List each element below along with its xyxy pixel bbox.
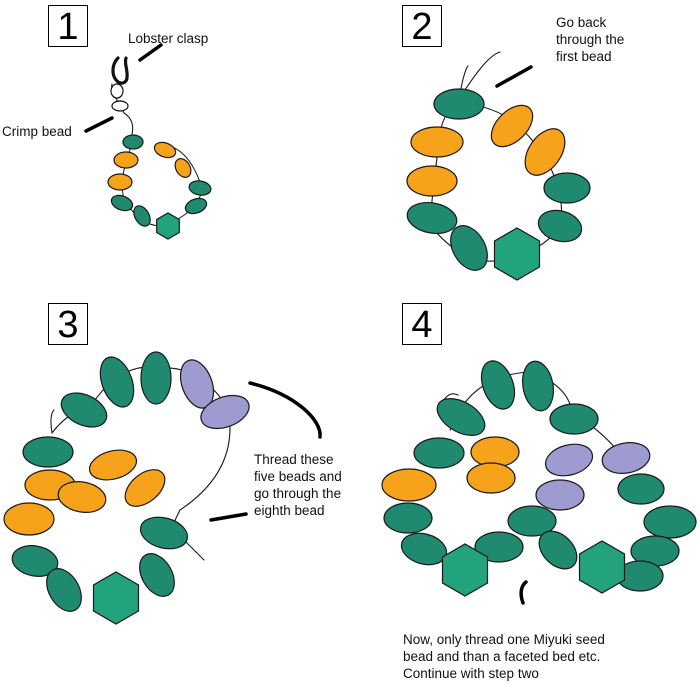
- lavender-seed-bead: [601, 442, 651, 474]
- step-3-number: 3: [57, 304, 79, 346]
- orange-seed-bead: [466, 462, 516, 494]
- orange-seed-bead: [124, 469, 166, 507]
- step-4-box: 4: [402, 303, 442, 346]
- orange-seed-bead: [381, 468, 437, 502]
- orange-seed-bead: [174, 158, 192, 178]
- teal-seed-bead: [450, 225, 488, 271]
- teal-seed-bead: [140, 351, 172, 405]
- step-1-number: 1: [57, 6, 79, 48]
- label-leader-line: [209, 512, 248, 522]
- orange-seed-bead: [406, 165, 458, 197]
- lobster-clasp: [111, 56, 129, 85]
- teal-seed-bead: [60, 392, 108, 428]
- label-leader-line: [519, 580, 528, 605]
- label-leader-line: [248, 381, 322, 439]
- teal-seed-bead: [406, 202, 458, 234]
- teal-seed-bead: [184, 197, 208, 215]
- teal-seed-bead: [617, 473, 665, 505]
- teal-seed-bead: [507, 505, 557, 537]
- teal-seed-bead: [537, 209, 583, 243]
- label-leader-line: [138, 43, 163, 62]
- step-2-note-line-1: Go back: [556, 15, 607, 30]
- teal-seed-bead: [538, 530, 578, 570]
- orange-seed-bead: [3, 502, 55, 536]
- step-4-number: 4: [411, 304, 433, 346]
- faceted-hexagon-bead: [92, 571, 140, 625]
- step-4-note-line-2: bead and than a faceted bed etc.: [403, 649, 601, 664]
- step-3-note-line-3: go through the: [254, 486, 342, 501]
- step-4-note-line-3: Continue with step two: [403, 666, 539, 681]
- orange-seed-bead: [57, 481, 107, 513]
- teal-seed-bead: [480, 360, 516, 410]
- step-3-box: 3: [48, 303, 88, 346]
- step-2-number: 2: [411, 6, 433, 48]
- label-leader-line: [495, 65, 533, 88]
- orange-seed-bead: [490, 104, 534, 148]
- teal-seed-bead: [22, 436, 74, 468]
- lobster-clasp-label: Lobster clasp: [128, 31, 209, 46]
- faceted-hexagon-bead: [441, 543, 489, 597]
- teal-seed-bead: [188, 180, 212, 196]
- step-2-note-line-2: through the: [556, 32, 625, 47]
- clasp-ring: [110, 83, 124, 99]
- orange-seed-bead: [107, 173, 133, 191]
- step-1-box: 1: [48, 5, 88, 48]
- teal-seed-bead: [139, 516, 189, 550]
- teal-seed-bead: [549, 403, 599, 435]
- step-2-box: 2: [402, 5, 442, 48]
- lavender-seed-bead: [200, 394, 250, 430]
- orange-seed-bead: [524, 128, 566, 176]
- orange-seed-bead: [410, 126, 464, 158]
- orange-seed-bead: [153, 141, 177, 159]
- faceted-hexagon-bead: [578, 540, 626, 594]
- step-4-note-line-1: Now, only thread one Miyuki seed: [403, 632, 605, 647]
- crimp-bead-label: Crimp bead: [2, 124, 72, 139]
- teal-seed-bead: [522, 360, 554, 412]
- teal-seed-bead: [543, 172, 591, 204]
- teal-seed-bead: [383, 502, 433, 534]
- teal-seed-bead: [474, 531, 524, 563]
- orange-seed-bead: [113, 151, 139, 169]
- teal-seed-bead: [11, 545, 59, 577]
- teal-seed-bead: [643, 505, 697, 539]
- lavender-seed-bead: [535, 479, 585, 511]
- teal-seed-bead: [122, 134, 144, 150]
- faceted-hexagon-bead: [493, 227, 541, 281]
- lavender-seed-bead: [544, 443, 594, 477]
- teal-seed-bead: [436, 398, 486, 436]
- step-2-note-line-3: first bead: [556, 49, 612, 64]
- thread-line: [459, 51, 501, 96]
- teal-seed-bead: [433, 88, 485, 120]
- orange-seed-bead: [88, 449, 138, 481]
- teal-seed-bead: [99, 356, 135, 408]
- step-3-note-line-4: eighth bead: [254, 503, 325, 518]
- teal-seed-bead: [133, 205, 151, 227]
- label-leader-line: [84, 116, 114, 133]
- teal-seed-bead: [139, 553, 175, 597]
- teal-seed-bead: [110, 194, 134, 212]
- orange-seed-bead: [470, 436, 520, 468]
- teal-seed-bead: [46, 568, 82, 612]
- step-3-note-line-2: five beads and: [254, 469, 342, 484]
- teal-seed-bead: [413, 437, 465, 469]
- crimp-bead: [111, 100, 129, 112]
- step-3-note-line-1: Thread these: [254, 452, 334, 467]
- faceted-hexagon-bead: [156, 212, 180, 240]
